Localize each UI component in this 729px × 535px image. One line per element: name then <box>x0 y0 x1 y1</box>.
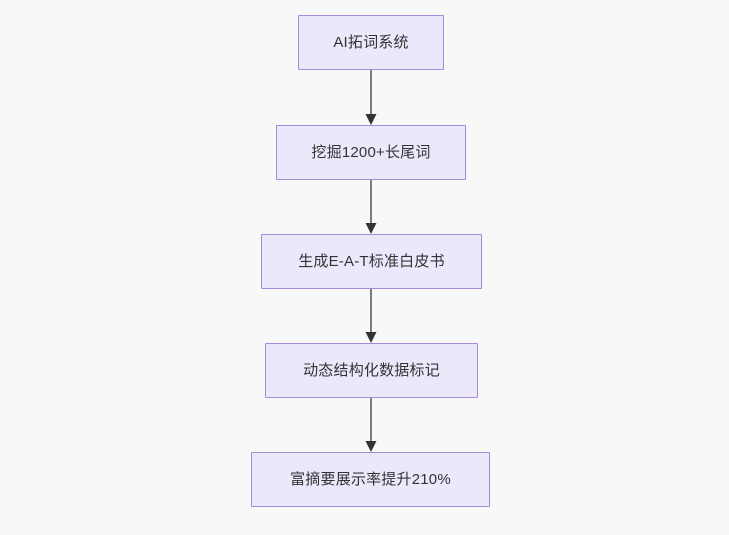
arrowhead-icon-n1-n2 <box>365 114 377 125</box>
flow-node-label: 动态结构化数据标记 <box>303 361 440 379</box>
edge-n4-n5 <box>365 398 377 452</box>
edge-n3-n4 <box>365 289 377 343</box>
edge-n2-n3 <box>365 180 377 234</box>
arrowhead-icon-n2-n3 <box>365 223 377 234</box>
flow-node-label: AI拓词系统 <box>333 33 409 51</box>
edge-n1-n2 <box>365 70 377 125</box>
flow-node-dynamic-structured-data[interactable]: 动态结构化数据标记 <box>265 343 478 398</box>
flow-node-ai-keyword-system[interactable]: AI拓词系统 <box>298 15 444 70</box>
flow-node-generate-eat-whitepaper[interactable]: 生成E-A-T标准白皮书 <box>261 234 482 289</box>
flow-node-rich-snippet-result[interactable]: 富摘要展示率提升210% <box>251 452 490 507</box>
flow-node-label: 生成E-A-T标准白皮书 <box>298 252 445 270</box>
flow-node-label: 富摘要展示率提升210% <box>290 470 451 488</box>
arrowhead-icon-n3-n4 <box>365 332 377 343</box>
flow-node-label: 挖掘1200+长尾词 <box>311 143 431 161</box>
flow-node-mine-longtail-keywords[interactable]: 挖掘1200+长尾词 <box>276 125 466 180</box>
arrowhead-icon-n4-n5 <box>365 441 377 452</box>
